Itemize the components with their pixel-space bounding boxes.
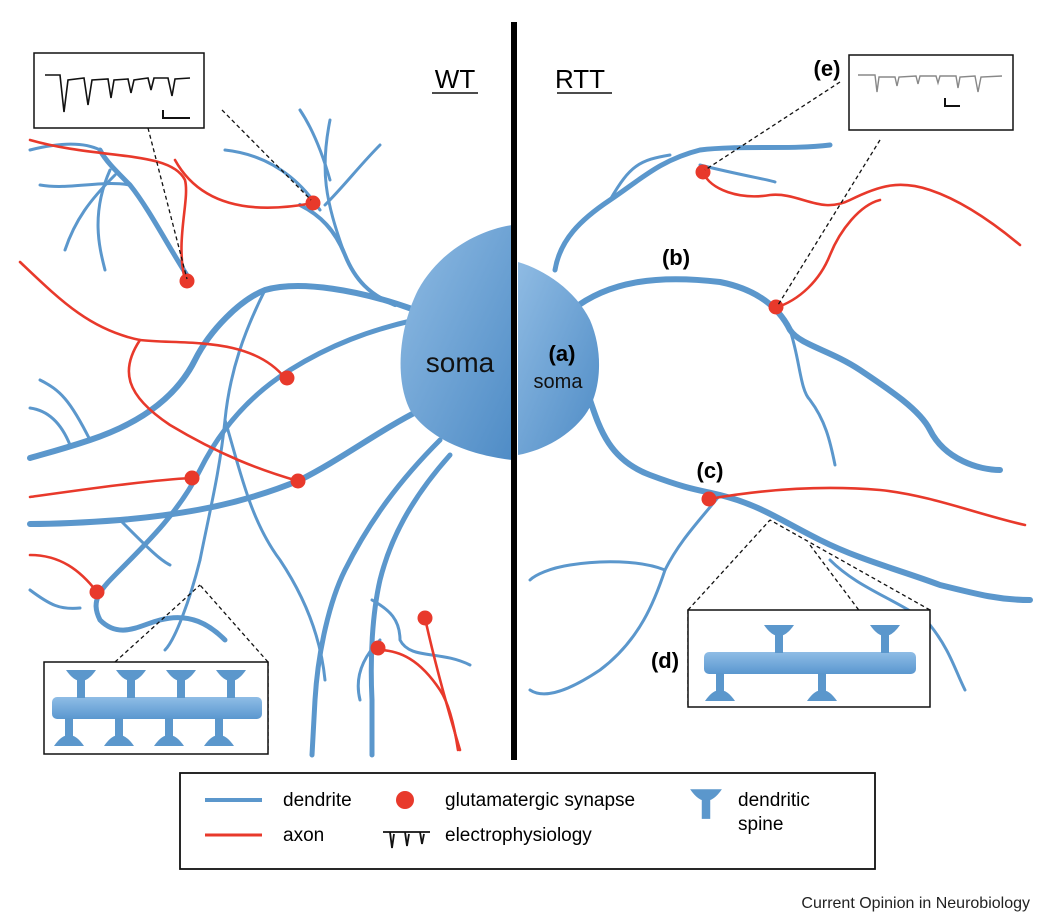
label-a: (a) <box>549 341 576 366</box>
synapse <box>305 195 321 211</box>
axon <box>701 170 1022 247</box>
axon <box>173 158 315 209</box>
soma-wt <box>400 225 512 460</box>
dendrite <box>788 328 837 467</box>
credit-line: Current Opinion in Neurobiology <box>801 895 1030 912</box>
rtt-neuron: soma (a) (b) (c) (d) (e) RTT <box>518 54 1033 708</box>
ephys-inset-rtt <box>848 54 1014 131</box>
dendrite <box>587 397 1033 603</box>
callout-line <box>221 109 312 201</box>
dendrite <box>323 118 347 257</box>
scale-bar <box>944 98 960 107</box>
synapse <box>179 273 195 289</box>
axon <box>773 198 882 310</box>
legend-dendrite-label: dendrite <box>283 790 352 811</box>
ephys-inset-wt <box>33 52 205 129</box>
ephys-trace-rtt <box>858 74 1003 93</box>
callout-line <box>704 81 841 171</box>
synapse <box>184 470 200 486</box>
dendrite <box>223 418 327 682</box>
dendrite <box>552 142 833 273</box>
label-c: (c) <box>697 458 724 483</box>
dendrite <box>118 518 172 567</box>
soma-label-rtt: soma <box>534 371 584 393</box>
callout-line <box>147 127 188 280</box>
legend-spine-label-1: dendritic <box>738 790 810 811</box>
legend-axon-label: axon <box>283 825 324 846</box>
dendrite <box>28 142 102 152</box>
soma-rtt <box>518 262 600 455</box>
synapse <box>768 299 784 315</box>
dendrite <box>528 560 667 582</box>
soma-label-wt: soma <box>426 347 495 378</box>
legend-synapse-label: glutamatergic synapse <box>445 790 635 811</box>
dendrite <box>27 407 423 527</box>
axon <box>18 260 287 380</box>
dendrite <box>97 147 193 283</box>
dendrite <box>163 558 202 652</box>
dendrite <box>27 283 418 461</box>
dendrite <box>96 168 112 272</box>
dendrite <box>298 108 332 182</box>
label-d: (d) <box>651 648 679 673</box>
dendrite <box>63 173 117 252</box>
dendrite <box>38 182 132 188</box>
dendrite <box>323 143 382 207</box>
callout-line <box>687 519 771 611</box>
scale-bar <box>162 110 190 119</box>
inset-dendrite <box>52 697 262 719</box>
legend-synapse-swatch <box>396 791 414 809</box>
wt-neuron: soma WT <box>18 52 512 758</box>
axon <box>707 486 1027 527</box>
axon <box>28 476 194 499</box>
dendrite <box>528 493 722 696</box>
callout-line <box>114 584 201 663</box>
legend-spine-label-2: spine <box>738 814 783 835</box>
synapse <box>701 491 717 507</box>
dendrite <box>28 406 72 447</box>
label-e: (e) <box>814 56 841 81</box>
callout-line <box>777 139 881 306</box>
legend-ephys-label: electrophysiology <box>445 825 592 846</box>
dendrite <box>38 378 92 442</box>
dendrite <box>93 317 418 643</box>
legend-box <box>179 772 876 870</box>
axon <box>127 338 300 483</box>
callout-line <box>199 584 269 663</box>
legend: dendrite axon glutamatergic synapse elec… <box>179 772 876 870</box>
dendrite <box>698 163 777 184</box>
synapse <box>279 370 295 386</box>
synapse <box>290 473 306 489</box>
dendrite <box>368 452 453 758</box>
ephys-trace-wt <box>45 74 191 113</box>
inset-dendrite <box>704 652 916 674</box>
dendrite <box>223 148 322 212</box>
label-b: (b) <box>662 245 690 270</box>
synapse <box>370 640 386 656</box>
callout-line <box>769 519 931 611</box>
synapse <box>89 584 105 600</box>
synapse <box>417 610 433 626</box>
dendrite <box>569 276 1003 473</box>
dendrite <box>28 588 82 610</box>
panel-title-wt: WT <box>435 64 476 94</box>
axon <box>28 138 188 282</box>
dendrite <box>370 598 472 667</box>
dendrite <box>608 153 672 202</box>
panel-title-rtt: RTT <box>555 64 605 94</box>
axon <box>423 616 462 752</box>
synapse <box>695 164 711 180</box>
legend-ephys-swatch <box>383 831 430 849</box>
axon <box>28 553 99 594</box>
dendrite <box>309 437 443 758</box>
